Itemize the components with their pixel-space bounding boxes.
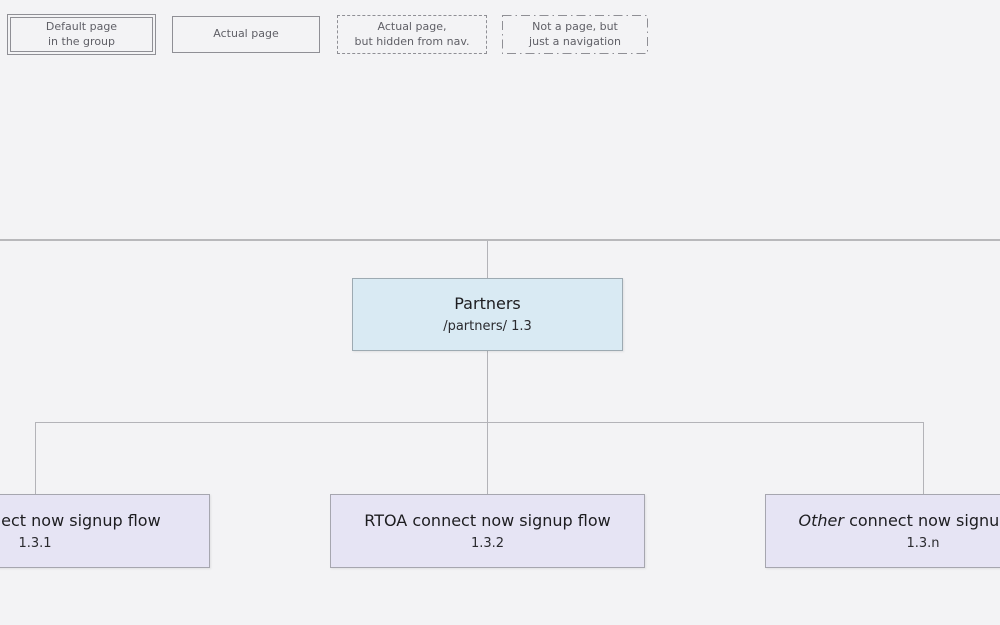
connector-root-up bbox=[487, 241, 488, 278]
connector-children-horizontal bbox=[35, 422, 924, 423]
legend-label-line: Actual page, bbox=[377, 19, 447, 33]
node-partners[interactable]: Partners /partners/ 1.3 bbox=[352, 278, 623, 351]
connector-parent-horizontal bbox=[0, 239, 1000, 241]
node-subtitle: 1.3.n bbox=[906, 535, 940, 551]
dash-dot-border bbox=[502, 15, 648, 54]
node-subtitle: 1.3.2 bbox=[470, 535, 505, 551]
node-title: nect now signup flow bbox=[0, 511, 161, 530]
legend-item-navigation-only: Not a page, but just a navigation bbox=[502, 15, 648, 54]
legend-label-line: Actual page bbox=[213, 27, 279, 41]
legend-default-page-inner-border: Default page in the group bbox=[10, 17, 153, 52]
node-other-connect-now-signup-flow[interactable]: Other connect now signup flow 1.3.n bbox=[765, 494, 1000, 568]
legend-label-line: Not a page, but bbox=[532, 19, 618, 33]
node-title: Other connect now signup flow bbox=[799, 511, 1000, 532]
legend-item-default-page: Default page in the group bbox=[7, 14, 156, 55]
node-signup-flow-1-3-1[interactable]: nect now signup flow 1.3.1 bbox=[0, 494, 210, 568]
connector-root-down bbox=[487, 351, 488, 422]
connector-drop-child-1 bbox=[35, 422, 36, 494]
node-subtitle: 1.3.1 bbox=[18, 536, 52, 551]
node-rtoa-connect-now-signup-flow[interactable]: RTOA connect now signup flow 1.3.2 bbox=[330, 494, 645, 568]
node-subtitle: /partners/ 1.3 bbox=[443, 319, 532, 335]
legend-label-line: Default page bbox=[45, 19, 118, 33]
node-title-rest: connect now signup flow bbox=[849, 510, 1000, 530]
legend-label-line: but hidden from nav. bbox=[354, 34, 470, 48]
connector-drop-child-2 bbox=[487, 422, 488, 494]
legend-item-hidden-page: Actual page, but hidden from nav. bbox=[337, 15, 487, 54]
node-title-italic-part: Other bbox=[798, 510, 844, 530]
node-title: RTOA connect now signup flow bbox=[364, 510, 611, 530]
legend-label-line: just a navigation bbox=[529, 34, 621, 48]
connector-drop-child-3 bbox=[923, 422, 924, 494]
legend-label-line: in the group bbox=[47, 34, 116, 48]
legend-item-actual-page: Actual page bbox=[172, 16, 320, 53]
node-title: Partners bbox=[454, 294, 521, 314]
